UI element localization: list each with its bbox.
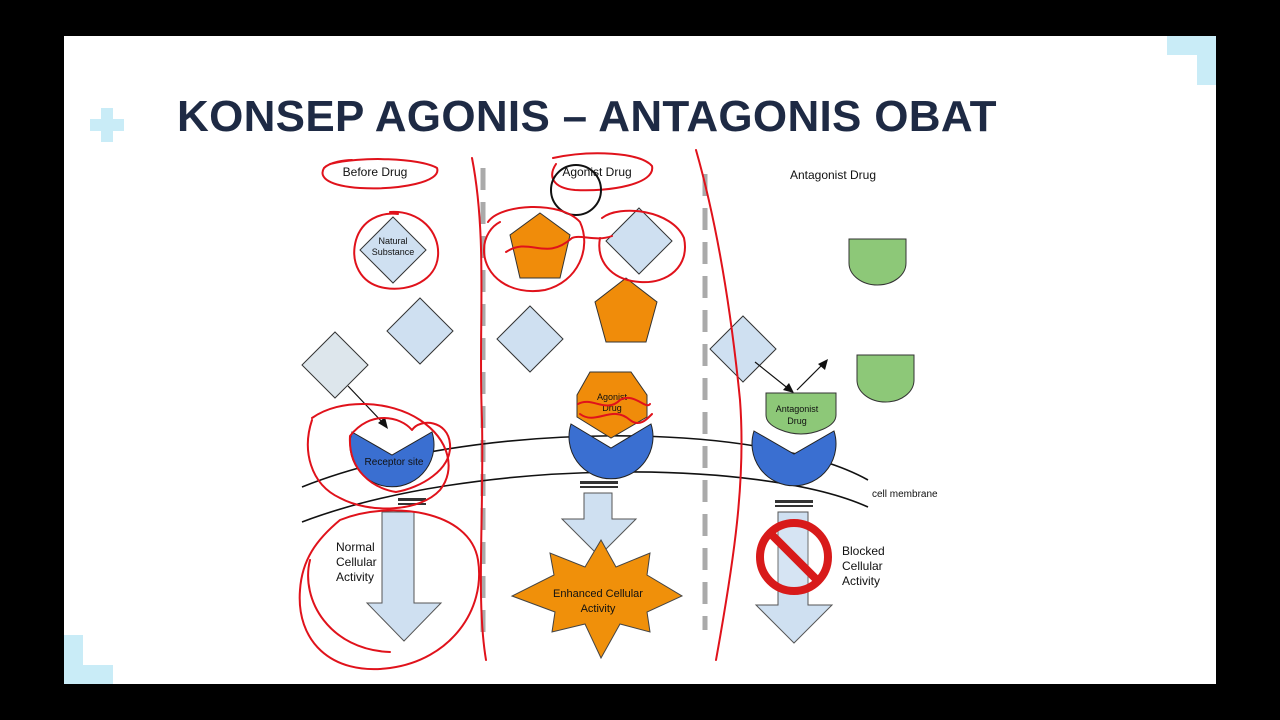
slide: KONSEP AGONIS – ANTAGONIS OBAT cell memb…	[64, 36, 1216, 684]
signal-arrow	[365, 498, 443, 642]
enhanced-activity-label: Activity	[581, 603, 616, 615]
blocked-activity-label: Activity	[842, 574, 880, 588]
agonist-drug-pentagon	[509, 212, 571, 279]
natural-substance-diamond	[301, 331, 369, 399]
natural-substance-diamond	[605, 207, 673, 275]
slide-title: KONSEP AGONIS – ANTAGONIS OBAT	[177, 92, 997, 141]
agonist-drug-pentagon	[594, 277, 658, 343]
natural-substance-diamond	[709, 315, 777, 383]
natural-substance-label: Natural	[378, 236, 407, 246]
corner-bracket-icon	[1167, 36, 1216, 85]
natural-substance-diamond	[386, 297, 454, 365]
cell-membrane-label: cell membrane	[872, 489, 938, 500]
signal-arrow	[560, 481, 638, 557]
agonist-drug-heading: Agonist Drug	[562, 165, 631, 179]
handwritten-annotations	[298, 149, 743, 671]
blocked-activity-label: Cellular	[842, 559, 883, 573]
antagonist-drug-bound: Antagonist Drug	[765, 392, 837, 435]
receptor-site	[568, 423, 654, 480]
antagonist-drug-shape	[856, 354, 915, 403]
binding-arrow	[347, 385, 388, 429]
receptor-site	[751, 430, 837, 487]
normal-activity-label: Normal	[336, 540, 375, 554]
antagonist-drug-label: Drug	[787, 416, 807, 426]
antagonist-drug-label: Antagonist	[776, 404, 819, 414]
antagonist-drug-shape	[848, 238, 907, 286]
agonist-drug-label: Agonist	[597, 392, 628, 402]
normal-activity-label: Activity	[336, 570, 374, 584]
before-drug-heading: Before Drug	[343, 165, 408, 179]
corner-bracket-icon	[64, 635, 113, 684]
natural-substance-label: Substance	[372, 247, 415, 257]
blocked-activity-label: Blocked	[842, 544, 885, 558]
enhanced-activity-starburst: Enhanced Cellular Activity	[510, 538, 684, 660]
enhanced-activity-label: Enhanced Cellular	[553, 588, 643, 600]
natural-substance-diamond: Natural Substance	[359, 216, 427, 284]
natural-substance-diamond	[496, 305, 564, 373]
receptor-site-label: Receptor site	[365, 457, 424, 468]
receptor-site: Receptor site	[349, 431, 435, 488]
plus-icon	[90, 108, 124, 142]
antagonist-drug-heading: Antagonist Drug	[790, 168, 876, 182]
bounce-arrow	[754, 359, 828, 393]
normal-activity-label: Cellular	[336, 555, 377, 569]
no-entry-sign-icon	[756, 519, 832, 595]
agonist-antagonist-diagram: cell membrane Before Drug Natural Substa…	[298, 149, 938, 671]
agonist-drug-label: Drug	[602, 403, 622, 413]
